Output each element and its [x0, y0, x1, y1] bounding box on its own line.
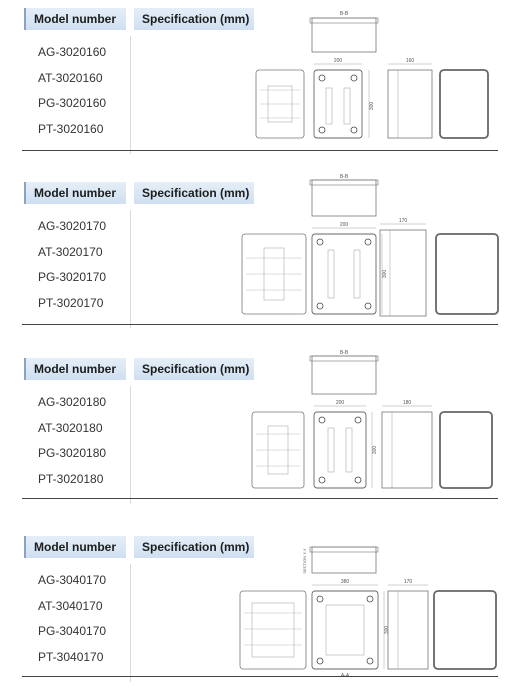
height-label: 300 [382, 270, 388, 279]
model-number-header: Model number [24, 536, 126, 558]
width-label: 200 [340, 222, 349, 228]
width-label: 200 [334, 58, 343, 64]
column-divider [130, 210, 131, 328]
model-list: AG-3020160 AT-3020160 PG-3020160 PT-3020… [38, 44, 106, 146]
enclosure-drawing-svg: B-B 200 300 180 [251, 350, 493, 489]
width-label: 380 [341, 579, 350, 585]
column-divider [130, 564, 131, 682]
model-item: PG-3020170 [38, 270, 107, 284]
height-label: 300 [369, 102, 375, 111]
model-item: AT-3040170 [38, 598, 103, 613]
spec-section-3: Model number Specification (mm) AG-30201… [0, 350, 520, 522]
side-view [381, 411, 433, 489]
enclosure-drawing-svg: SECTION Y-Y 380 300 A-A 170 [239, 546, 497, 679]
width-label: 200 [336, 400, 345, 406]
section-view [311, 179, 377, 217]
enclosure-drawing-svg: B-B 200 300 160 [255, 11, 489, 139]
back-view [251, 411, 305, 489]
section-separator [22, 324, 498, 325]
model-number-header: Model number [24, 182, 126, 204]
model-item: AG-3020160 [38, 45, 107, 59]
section-separator [22, 676, 498, 677]
model-item: PT-3020170 [38, 295, 104, 310]
specification-header: Specification (mm) [134, 182, 254, 204]
back-view [241, 233, 307, 315]
column-divider [130, 386, 131, 504]
model-item: PT-3020180 [38, 471, 104, 486]
model-item: PG-3040170 [38, 624, 107, 638]
specification-header: Specification (mm) [134, 8, 254, 30]
model-list: AG-3020170 AT-3020170 PG-3020170 PT-3020… [38, 218, 106, 320]
spec-section-4: Model number Specification (mm) AG-30401… [0, 528, 520, 700]
model-item: PG-3020160 [38, 96, 107, 110]
depth-label: 160 [406, 58, 415, 64]
model-item: AT-3020170 [38, 244, 103, 259]
side-view [387, 69, 433, 139]
model-item: AT-3020160 [38, 70, 103, 85]
lid-view [439, 69, 489, 139]
front-view [311, 233, 377, 315]
lid-view [433, 590, 497, 670]
technical-drawing: B-B 200 300 180 [232, 350, 502, 515]
depth-label: 180 [403, 400, 412, 406]
column-divider [130, 36, 131, 154]
section-view [311, 355, 377, 395]
section-label: B-B [340, 174, 349, 180]
back-view [255, 69, 305, 139]
technical-drawing: B-B 200 300 160 [232, 0, 502, 165]
technical-drawing: B-B 200 300 170 [232, 174, 502, 339]
section-view [311, 546, 377, 574]
section-label: B-B [340, 11, 349, 17]
back-view [239, 590, 307, 670]
height-label: 300 [384, 626, 390, 635]
spec-section-2: Model number Specification (mm) AG-30201… [0, 174, 520, 346]
model-item: AT-3020180 [38, 420, 103, 435]
specification-header: Specification (mm) [134, 358, 254, 380]
lid-view [435, 233, 499, 315]
front-view [313, 411, 367, 489]
spec-section-1: Model number Specification (mm) AG-30201… [0, 0, 520, 172]
side-view [387, 590, 429, 670]
section-label: SECTION Y-Y [302, 548, 307, 573]
depth-label: 170 [399, 218, 408, 224]
model-item: AG-3020180 [38, 395, 107, 409]
model-list: AG-3020180 AT-3020180 PG-3020180 PT-3020… [38, 394, 106, 496]
model-item: PT-3040170 [38, 649, 104, 664]
model-number-header: Model number [24, 8, 126, 30]
model-item: AG-3020170 [38, 219, 107, 233]
front-view [313, 69, 363, 139]
specification-header: Specification (mm) [134, 536, 254, 558]
enclosure-drawing-svg: B-B 200 300 170 [241, 174, 499, 317]
section-label: B-B [340, 350, 349, 356]
model-item: AG-3040170 [38, 573, 107, 587]
depth-label: 170 [404, 579, 413, 585]
side-view [379, 229, 427, 317]
model-list: AG-3040170 AT-3040170 PG-3040170 PT-3040… [38, 572, 106, 674]
section-separator [22, 498, 498, 499]
technical-drawing: SECTION Y-Y 380 300 A-A 170 [232, 528, 502, 693]
lid-view [439, 411, 493, 489]
height-label: 300 [372, 446, 378, 455]
model-item: PG-3020180 [38, 446, 107, 460]
front-view [311, 590, 379, 670]
model-item: PT-3020160 [38, 121, 104, 136]
section-separator [22, 150, 498, 151]
model-number-header: Model number [24, 358, 126, 380]
